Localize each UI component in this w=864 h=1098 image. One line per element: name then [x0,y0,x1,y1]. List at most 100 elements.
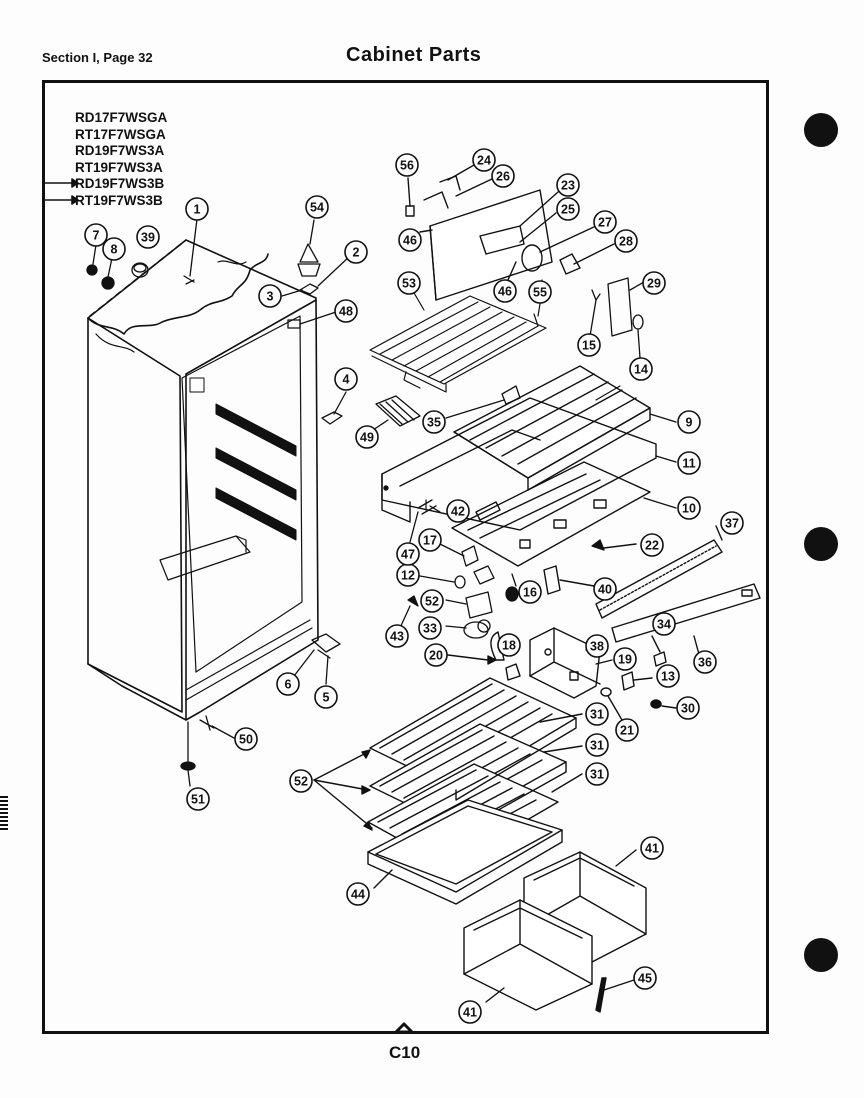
callout-circle [677,496,701,520]
callout-15: 15 [577,333,601,357]
callout-number: 41 [645,842,659,856]
callout-circle [491,164,515,188]
model-number: RD19F7WS3A [75,143,165,158]
callout-number: 3 [267,290,274,304]
wire-shelf [369,285,547,393]
callout-circle [234,727,258,751]
cabinet-hardware [86,218,351,787]
callout-36: 36 [693,650,717,674]
callout-number: 9 [686,416,693,430]
small-parts [399,499,519,639]
callout-number: 52 [294,775,308,789]
callout-circle [258,284,282,308]
callout-circle [677,410,701,434]
callout-number: 41 [463,1006,477,1020]
callout-circle [334,367,358,391]
callout-8: 8 [102,237,126,261]
callout-number: 34 [657,618,671,632]
callout-circle [585,634,609,658]
callout-number: 42 [451,505,465,519]
callout-number: 31 [590,768,604,782]
callout-number: 19 [618,653,632,667]
callout-20: 20 [424,643,448,667]
callout-number: 21 [620,724,634,738]
callout-6: 6 [276,672,300,696]
callout-number: 35 [427,416,441,430]
callout-47: 47 [396,542,420,566]
callout-number: 14 [634,363,648,377]
callout-41: 41 [458,1000,482,1024]
callout-11: 11 [677,451,701,475]
callout-number: 23 [561,179,575,193]
callout-34: 34 [652,612,676,636]
callout-46: 46 [398,228,422,252]
callout-number: 13 [661,670,675,684]
callout-number: 31 [590,708,604,722]
callout-14: 14 [629,357,653,381]
crisper-drawers [463,849,647,1013]
page-code: C10 [389,1043,421,1062]
callout-number: 5 [323,691,330,705]
callout-circle [615,718,639,742]
callout-31: 31 [585,762,609,786]
callout-33: 33 [418,616,442,640]
callout-54: 54 [305,195,329,219]
callout-42: 42 [446,499,470,523]
callout-circle [677,451,701,475]
callout-number: 24 [477,154,491,168]
callout-number: 39 [141,231,155,245]
model-number: RT19F7WS3A [75,159,163,175]
callout-number: 36 [698,656,712,670]
model-arrows [43,178,79,205]
callout-3: 3 [258,284,282,308]
callout-circle [585,733,609,757]
callout-circle [652,612,676,636]
callout-37: 37 [720,511,744,535]
callout-circle [346,882,370,906]
callout-number: 10 [682,502,696,516]
callout-circle [577,333,601,357]
binder-hole-icon [804,938,838,972]
callout-25: 25 [556,197,580,221]
callout-19: 19 [613,647,637,671]
rails-and-keeper [439,525,761,721]
callout-circle [397,271,421,295]
section-page-label: Section I, Page 32 [42,50,153,65]
callout-number: 44 [351,888,365,902]
callout-circle [289,769,313,793]
model-number: RD19F7WS3B [75,176,165,191]
callout-27: 27 [593,210,617,234]
callout-21: 21 [615,718,639,742]
callout-circle [422,410,446,434]
callout-50: 50 [234,727,258,751]
callout-31: 31 [585,702,609,726]
callout-18: 18 [497,633,521,657]
callout-43: 43 [385,624,409,648]
callout-number: 7 [93,229,100,243]
model-number: RT17F7WSGA [75,126,166,142]
callout-4: 4 [334,367,358,391]
scan-edge-mark [0,796,8,832]
callout-number: 20 [429,649,443,663]
callout-circle [276,672,300,696]
callout-number: 53 [402,277,416,291]
freezer-compartment [381,365,677,567]
callout-circle [613,647,637,671]
callout-circle [642,271,666,295]
callout-16: 16 [518,580,542,604]
callout-circle [420,589,444,613]
callout-circle [396,542,420,566]
callout-circle [528,280,552,304]
callout-circle [334,299,358,323]
callout-number: 54 [310,201,324,215]
callout-circle [493,279,517,303]
callout-number: 2 [353,246,360,260]
callout-circle [693,650,717,674]
callout-number: 37 [725,517,739,531]
callout-9: 9 [677,410,701,434]
binder-hole-icon [804,113,838,147]
callout-1: 1 [185,197,209,221]
callout-number: 15 [582,339,596,353]
callout-circle [395,153,419,177]
callout-40: 40 [593,577,617,601]
